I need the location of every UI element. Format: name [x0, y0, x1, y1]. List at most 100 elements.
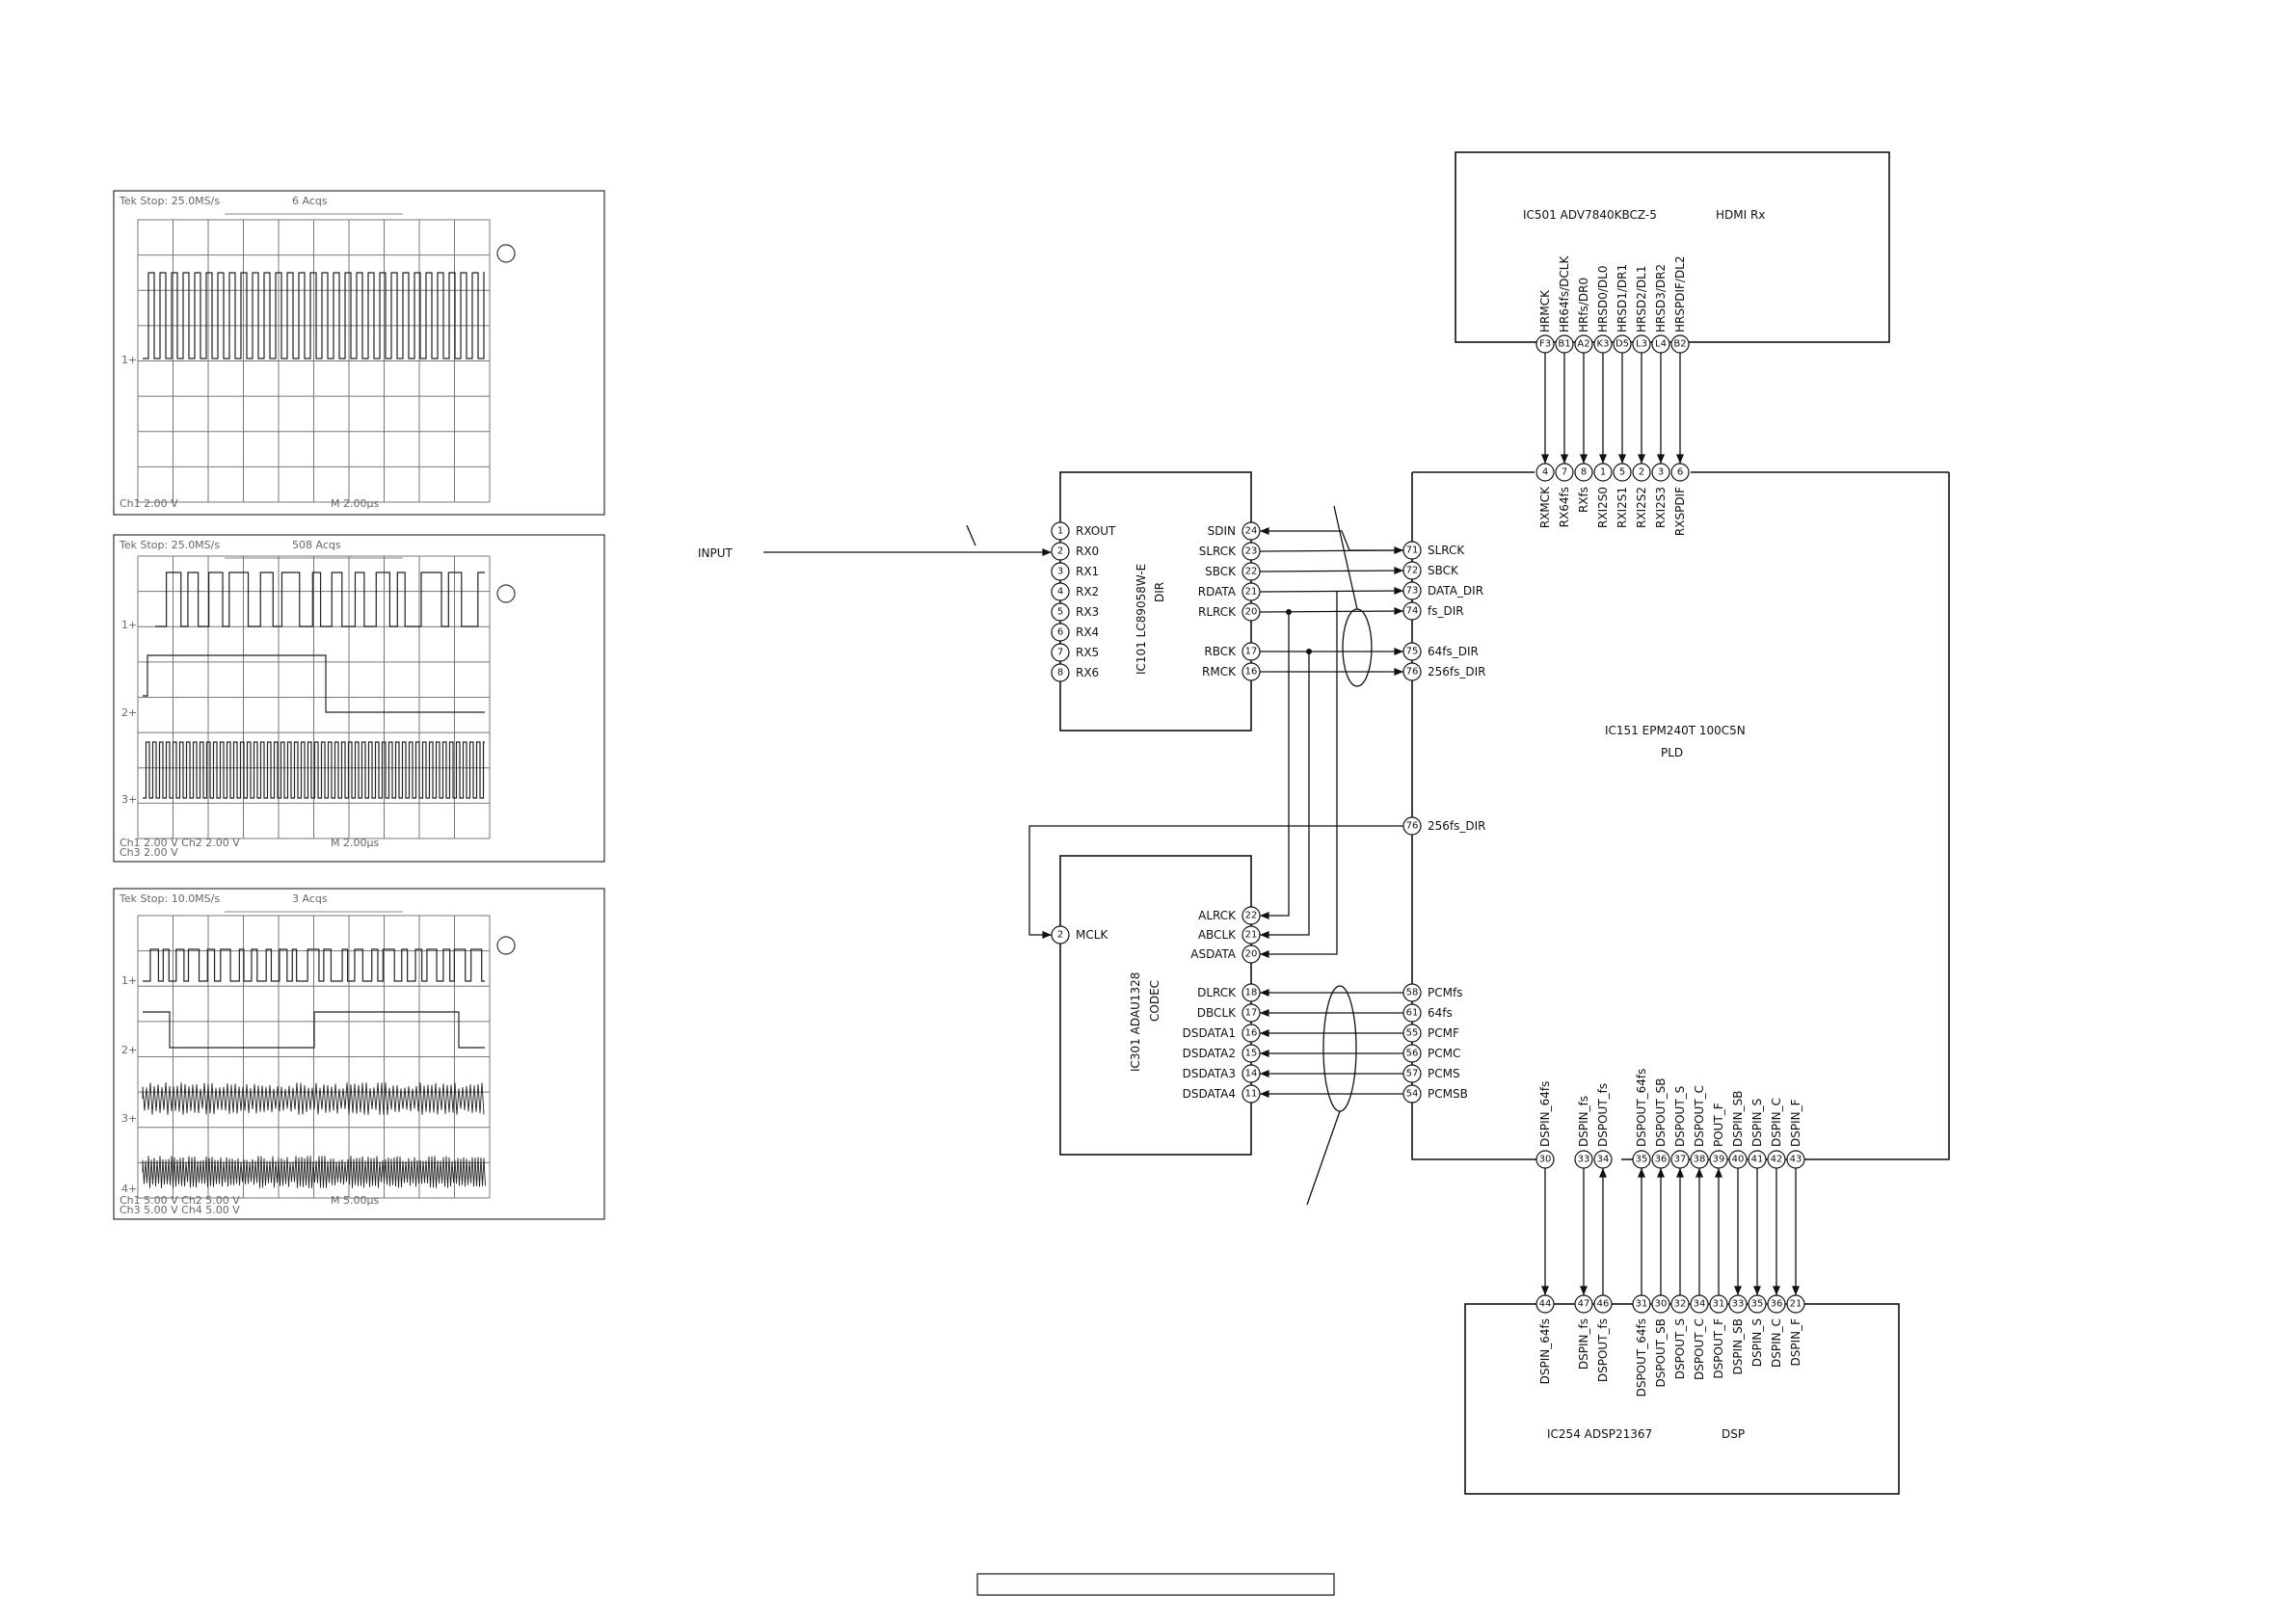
scope-header: Tek Stop: 25.0MS/s — [119, 539, 220, 551]
dir-bus-ellipse — [1342, 608, 1373, 687]
ic151-RXfs-pin-number: 8 — [1581, 467, 1587, 478]
ic101-name: IC101 LC89058W-E — [1135, 564, 1148, 675]
asdata-wire — [1260, 592, 1338, 955]
ic254-DSPIN_64fs-label: DSPIN_64fs — [1538, 1318, 1552, 1384]
arrow-head — [1541, 1286, 1549, 1295]
ic101-RX4-pin — [1051, 623, 1070, 642]
arrow-head — [1260, 950, 1269, 958]
ic151-RXI2S2-pin-number: 2 — [1639, 467, 1644, 478]
ic501-HRSD1/DR1-label: HRSD1/DR1 — [1615, 264, 1629, 333]
arrow-head — [1260, 1029, 1269, 1037]
scope-footer: Ch1 2.00 V Ch2 2.00 V — [120, 837, 240, 849]
ic101-RDATA-label: RDATA — [1198, 585, 1237, 599]
arrow-head — [1734, 1286, 1742, 1295]
ic151-type: PLD — [1661, 746, 1683, 759]
ic254-type: DSP — [1722, 1427, 1745, 1441]
ic151-PCMfs-label: PCMfs — [1428, 986, 1462, 999]
arrow-head — [1394, 567, 1403, 574]
ic101-RX2-label: RX2 — [1076, 585, 1099, 599]
ic254-DSPIN_S-label: DSPIN_S — [1750, 1318, 1764, 1367]
ic151-DSPIN_S-pin-number: 41 — [1751, 1155, 1764, 1165]
ic101-RLRCK-label: RLRCK — [1198, 605, 1237, 619]
ic501-HRSPDIF/DL2-label: HRSPDIF/DL2 — [1673, 256, 1687, 333]
ic501-HRSD2/DL1-label: HRSD2/DL1 — [1635, 266, 1648, 333]
ic254-DSPOUT_SB-label: DSPOUT_SB — [1654, 1318, 1668, 1388]
ic301-DSDATA2-pin-number: 15 — [1245, 1049, 1258, 1059]
ic151-DSPOUT_fs-label: DSPOUT_fs — [1596, 1083, 1610, 1147]
arrow-head — [1394, 607, 1403, 615]
scope-timebase: M 2.00µs — [331, 497, 379, 510]
ic254-DSPIN_C-label: DSPIN_C — [1770, 1318, 1783, 1368]
arrow-head — [1260, 1070, 1269, 1078]
ic301-MCLK-pin-number: 2 — [1057, 930, 1063, 941]
arrow-head — [1260, 527, 1269, 535]
ic101-RBCK-label: RBCK — [1204, 645, 1237, 658]
ic151-64fs_DIR-pin-number: 75 — [1406, 647, 1419, 657]
arrow-head — [1260, 989, 1269, 997]
input-label: INPUT — [698, 546, 734, 560]
ic151-RXI2S0-label: RXI2S0 — [1596, 487, 1610, 528]
scope-header: Tek Stop: 25.0MS/s — [119, 195, 220, 207]
alrck-wire — [1260, 612, 1290, 917]
ic301-DSDATA2-label: DSDATA2 — [1183, 1047, 1236, 1060]
ic151-64fs-pin-number: 61 — [1406, 1008, 1419, 1019]
ic301-ABCLK-label: ABCLK — [1198, 928, 1237, 942]
ic151-PCMS-label: PCMS — [1428, 1067, 1460, 1080]
ic501-type: HDMI Rx — [1716, 208, 1765, 222]
ic254-DSPOUT_C-label: DSPOUT_C — [1693, 1318, 1706, 1380]
ic301-DSDATA1-pin-number: 16 — [1245, 1028, 1258, 1039]
ic151-RXI2S1-label: RXI2S1 — [1615, 487, 1629, 528]
arrow-head — [1657, 1168, 1665, 1178]
waveform-trace — [142, 1082, 485, 1115]
ic101-RX2-pin-number: 4 — [1057, 587, 1063, 598]
ic151-DSPIN_fs-label: DSPIN_fs — [1577, 1096, 1590, 1147]
scope-acqs: 3 Acqs — [292, 892, 328, 905]
arrow-head — [1394, 648, 1403, 655]
ic501-HRSD3/DR2-label: HRSD3/DR2 — [1654, 264, 1668, 333]
ic101-RMCK-label: RMCK — [1202, 665, 1237, 678]
ic101-RXOUT-pin — [1051, 521, 1070, 541]
ic301-mclk-label: MCLK — [1076, 928, 1108, 942]
ic501-HRMCK-label: HRMCK — [1538, 289, 1552, 333]
scope-header: Tek Stop: 10.0MS/s — [119, 892, 220, 905]
ic101-RX1-label: RX1 — [1076, 565, 1099, 578]
ic151-DSPIN_64fs-label: DSPIN_64fs — [1538, 1081, 1552, 1147]
arrow-head — [1753, 1286, 1761, 1295]
arrow-head — [1715, 1168, 1722, 1178]
arrow-head — [1676, 454, 1684, 464]
ic501-HRMCK-pin-number: F3 — [1539, 339, 1551, 350]
ic301-DBCLK-pin-number: 17 — [1245, 1008, 1258, 1019]
ic151-fs_DIR-pin-number: 74 — [1406, 606, 1419, 617]
ic254-DSPOUT_64fs-label: DSPOUT_64fs — [1635, 1318, 1648, 1397]
ic301-DBCLK-label: DBCLK — [1197, 1006, 1237, 1020]
ic151-RXMCK-label: RXMCK — [1538, 486, 1552, 528]
ic301-DSDATA1-label: DSDATA1 — [1183, 1026, 1236, 1040]
scope-footer: Ch1 5.00 V Ch2 5.00 V — [120, 1194, 240, 1207]
ic254-DSPIN_fs-pin-number: 47 — [1578, 1299, 1590, 1310]
arrow-head — [1260, 912, 1269, 919]
arrow-head — [1541, 454, 1549, 464]
ic151-256fs_DIR-pin-number: 76 — [1406, 667, 1419, 678]
waveform-trace — [143, 948, 485, 982]
scope-frame — [113, 190, 605, 516]
ic151-pins: 4RXMCK7RX64fs8RXfs1RXI2S05RXI2S12RXI2S23… — [1402, 463, 1805, 1169]
signal-wires — [1028, 353, 1800, 1295]
ic101-RX6-pin-number: 8 — [1057, 668, 1063, 678]
ic501-box — [1455, 151, 1890, 343]
ic101-RX0-pin-number: 2 — [1057, 546, 1063, 557]
scope-marker-circle — [496, 584, 516, 603]
ic151-PCMC-pin-number: 56 — [1406, 1049, 1419, 1059]
ic254-DSPOUT_F-label: DSPOUT_F — [1712, 1318, 1725, 1379]
sdin-wire — [1260, 530, 1403, 551]
channel-marker: 1+ — [121, 619, 137, 631]
waveform-trace — [143, 654, 485, 713]
ic301-ABCLK-pin-number: 21 — [1245, 930, 1258, 941]
channel-marker: 1+ — [121, 974, 137, 987]
arrow-head — [1580, 1286, 1588, 1295]
mclk-wire — [1028, 825, 1403, 936]
ic301-ASDATA-label: ASDATA — [1190, 947, 1237, 961]
ic101-RXOUT-label: RXOUT — [1076, 524, 1116, 538]
